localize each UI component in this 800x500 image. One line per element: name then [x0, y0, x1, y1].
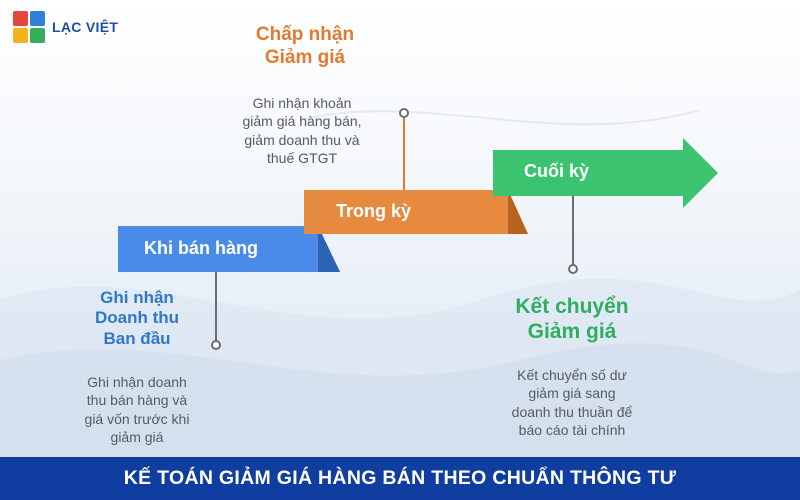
heading-initial-revenue: Ghi nhận Doanh thu Ban đầu	[94, 288, 180, 348]
background-waves	[0, 109, 800, 457]
step-arrow-end	[493, 138, 718, 208]
connector-initial-dot	[211, 340, 221, 350]
heading-transfer-discount: Kết chuyển Giảm giá	[515, 295, 629, 344]
description-transfer-discount: Kết chuyển số dư giảm giá sang doanh thu…	[511, 367, 633, 439]
timeline-steps	[118, 108, 718, 350]
description-accept-discount: Ghi nhận khoản giảm giá hàng bán, giảm d…	[242, 95, 362, 167]
step-label-sale: Khi bán hàng	[144, 238, 258, 258]
description-initial-revenue: Ghi nhận doanh thu bán hàng và giá vốn t…	[84, 374, 190, 446]
step-bar-period	[304, 190, 528, 234]
step-label-period: Trong kỳ	[336, 201, 412, 221]
step-bar-period-fold	[508, 190, 528, 234]
step-bar-sale-fold	[318, 226, 340, 272]
brand-name: LẠC VIỆT	[52, 19, 119, 35]
step-bar-sale	[118, 226, 340, 272]
step-label-end: Cuối kỳ	[524, 161, 590, 181]
connector-accept-dot	[399, 108, 409, 118]
footer-banner: KẾ TOÁN GIẢM GIÁ HÀNG BÁN THEO CHUẨN THÔ…	[0, 457, 800, 500]
footer-title: KẾ TOÁN GIẢM GIÁ HÀNG BÁN THEO CHUẨN THÔ…	[123, 467, 677, 489]
heading-accept-discount: Chấp nhận Giảm giá	[255, 24, 355, 68]
brand-logo-icon	[13, 11, 45, 43]
brand-logo: LẠC VIỆT	[12, 10, 118, 44]
connector-transfer-dot	[568, 264, 578, 274]
